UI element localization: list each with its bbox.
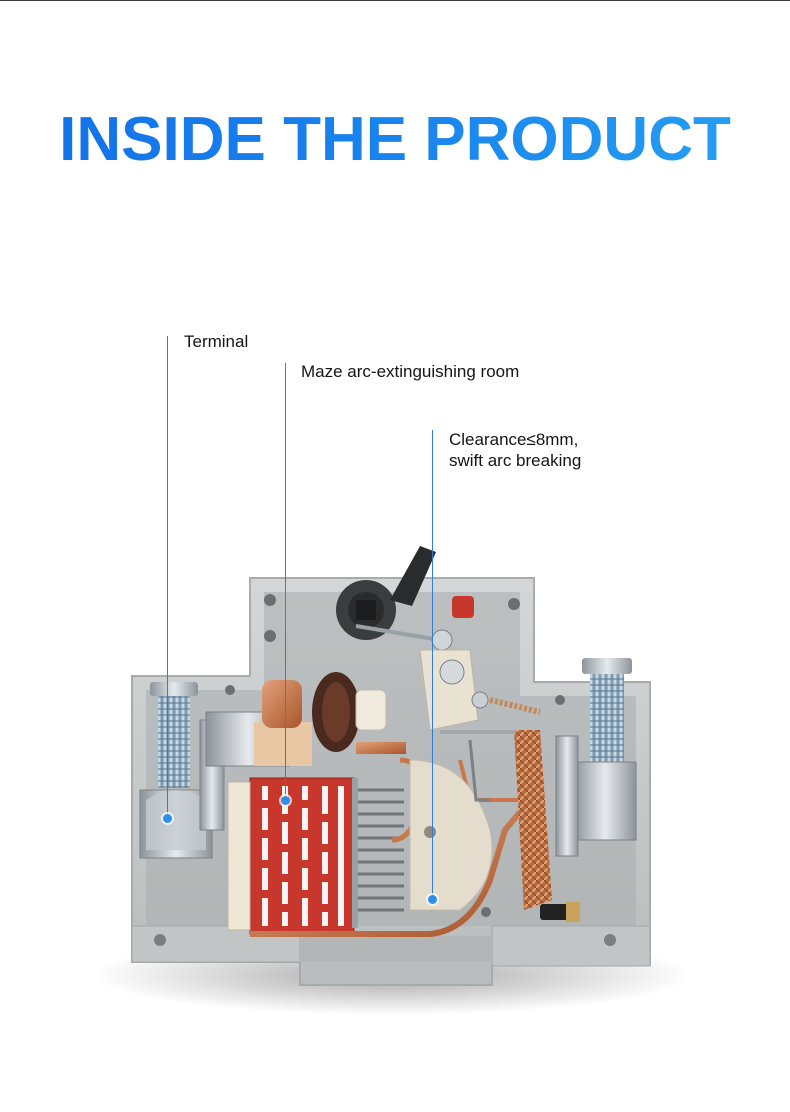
terminal-label: Terminal: [184, 332, 249, 351]
clearance-label: Clearance≤8mm, swift arc breaking: [449, 429, 581, 471]
terminal-leader-line: [167, 336, 168, 818]
maze-label: Maze arc-extinguishing room: [301, 362, 520, 381]
top-divider: [0, 0, 790, 1]
clearance-leader-line: [432, 430, 433, 898]
clearance-label-line2: swift arc breaking: [449, 451, 582, 470]
clearance-label-line1: Clearance≤8mm,: [449, 430, 579, 449]
maze-marker: [281, 796, 290, 805]
page-title: INSIDE THE PRODUCT: [0, 104, 790, 176]
maze-leader-line: [285, 363, 286, 799]
clearance-marker: [428, 895, 437, 904]
terminal-marker: [163, 814, 172, 823]
